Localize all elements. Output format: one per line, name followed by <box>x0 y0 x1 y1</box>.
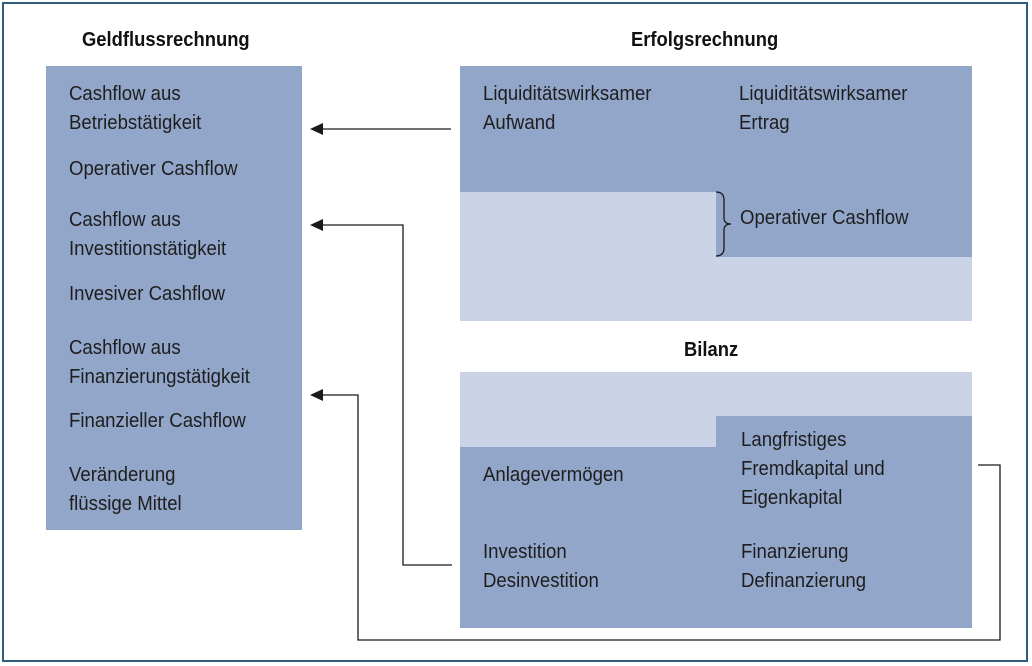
finanzieller-cashflow-label: Finanzieller Cashflow <box>69 410 246 432</box>
aufwand-label: Liquiditätswirksamer Aufwand <box>483 83 652 134</box>
cashflow-finanz-label: Cashflow aus Finanzierungstätigkeit <box>69 337 250 388</box>
operativer-cashflow-label: Operativer Cashflow <box>69 158 238 180</box>
ertrag-label: Liquiditätswirksamer Ertrag <box>739 83 908 134</box>
connector-invest <box>322 224 452 566</box>
erfolg-operativer-cashflow-label: Operativer Cashflow <box>740 207 909 229</box>
cashflow-betrieb-label: Cashflow aus Betriebstätigkeit <box>69 83 202 134</box>
connector-finanz <box>322 394 1001 641</box>
bilanz-right-band <box>716 416 972 448</box>
geldfluss-box <box>46 66 302 530</box>
investiver-cashflow-label: Invesiver Cashflow <box>69 283 226 305</box>
finanzierung-label: Finanzierung Definanzierung <box>741 541 867 592</box>
anlage-label: Anlagevermögen <box>483 464 624 486</box>
erfolg-top-band <box>460 66 972 192</box>
bilanz-bottom-band <box>460 447 972 628</box>
arrowhead-invest <box>310 219 323 231</box>
arrowhead-finanz <box>310 389 323 401</box>
kapital-label: Langfristiges Fremdkapital und Eigenkapi… <box>741 429 885 509</box>
investition-label: Investition Desinvestition <box>483 541 599 592</box>
geldfluss-title: Geldflussrechnung <box>82 29 250 51</box>
bilanz-title: Bilanz <box>684 339 739 361</box>
cashflow-invest-label: Cashflow aus Investitionstätigkeit <box>69 209 227 260</box>
arrowhead-operativ <box>310 123 323 135</box>
erfolg-title: Erfolgsrechnung <box>631 29 779 51</box>
veraenderung-label: Veränderung flüssige Mittel <box>69 464 182 515</box>
erfolg-right-band <box>716 192 972 257</box>
brace-operativ <box>715 191 732 257</box>
